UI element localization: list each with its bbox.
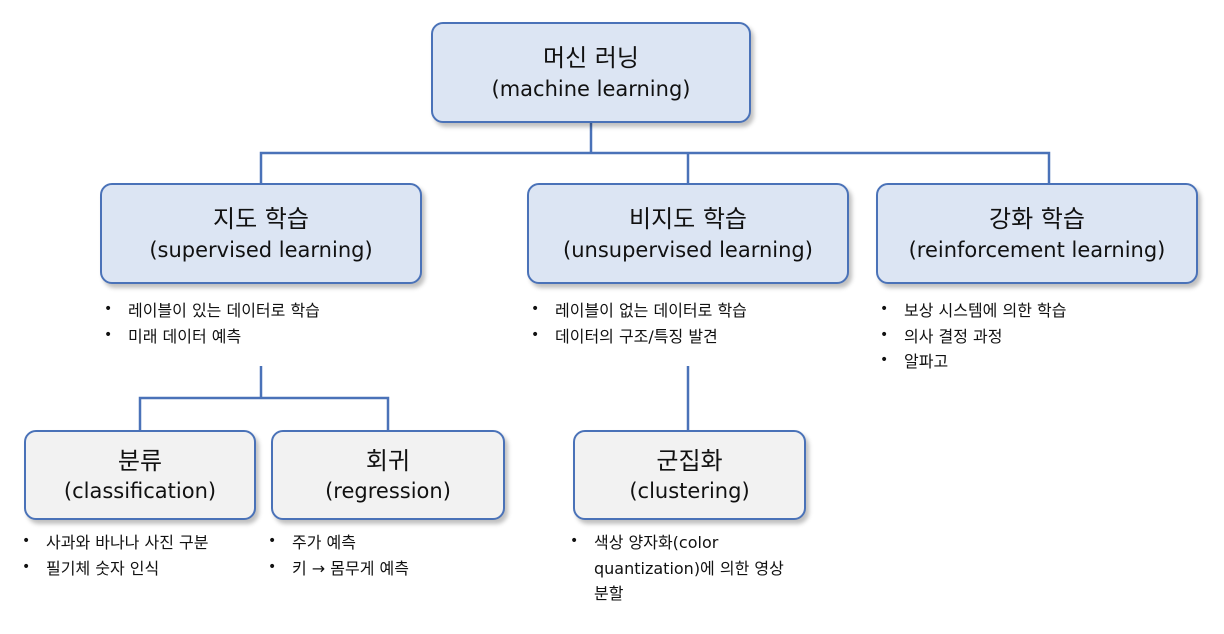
supervised-bullet-list: 레이블이 있는 데이터로 학습 미래 데이터 예측 — [100, 298, 430, 349]
bullet-item: 의사 결정 과정 — [876, 324, 1206, 350]
root-title-en: (machine learning) — [491, 76, 691, 101]
bullet-item: 필기체 숫자 인식 — [18, 556, 253, 582]
bullet-item: 데이터의 구조/특징 발견 — [527, 324, 857, 350]
node-title-ko: 강화 학습 — [989, 205, 1085, 234]
node-title-ko: 지도 학습 — [213, 205, 309, 234]
unsupervised-bullet-list: 레이블이 없는 데이터로 학습 데이터의 구조/특징 발견 — [527, 298, 857, 349]
node-title-ko: 비지도 학습 — [628, 205, 748, 234]
node-title-en: (clustering) — [629, 479, 750, 504]
connector-supervised-to-subs — [138, 396, 390, 430]
node-title-en: (regression) — [325, 479, 451, 504]
node-title-ko: 분류 — [117, 446, 163, 475]
regression-bullet-list: 주가 예측 키 → 몸무게 예측 — [264, 530, 504, 581]
node-clustering: 군집화 (clustering) — [573, 430, 806, 520]
node-supervised-learning: 지도 학습 (supervised learning) — [100, 183, 422, 284]
connector-root-to-categories — [259, 151, 1051, 183]
bullet-item: 키 → 몸무게 예측 — [264, 556, 504, 582]
node-title-en: (unsupervised learning) — [563, 237, 813, 262]
node-regression: 회귀 (regression) — [271, 430, 505, 520]
bullet-item: 색상 양자화(color quantization)에 의한 영상 분할 — [566, 530, 801, 607]
node-classification: 분류 (classification) — [24, 430, 256, 520]
bullet-item: 레이블이 없는 데이터로 학습 — [527, 298, 857, 324]
node-title-ko: 군집화 — [656, 446, 723, 475]
node-title-ko: 회귀 — [365, 446, 411, 475]
root-node-machine-learning: 머신 러닝 (machine learning) — [431, 22, 751, 123]
node-reinforcement-learning: 강화 학습 (reinforcement learning) — [876, 183, 1198, 284]
bullet-item: 주가 예측 — [264, 530, 504, 556]
clustering-bullet-list: 색상 양자화(color quantization)에 의한 영상 분할 — [566, 530, 801, 607]
node-title-en: (supervised learning) — [149, 237, 373, 262]
reinforcement-bullet-list: 보상 시스템에 의한 학습 의사 결정 과정 알파고 — [876, 298, 1206, 375]
bullet-item: 사과와 바나나 사진 구분 — [18, 530, 253, 556]
bullet-item: 미래 데이터 예측 — [100, 324, 430, 350]
bullet-item: 보상 시스템에 의한 학습 — [876, 298, 1206, 324]
bullet-item: 레이블이 있는 데이터로 학습 — [100, 298, 430, 324]
node-unsupervised-learning: 비지도 학습 (unsupervised learning) — [527, 183, 849, 284]
classification-bullet-list: 사과와 바나나 사진 구분 필기체 숫자 인식 — [18, 530, 253, 581]
node-title-en: (classification) — [63, 479, 217, 504]
root-title-ko: 머신 러닝 — [543, 44, 639, 73]
bullet-item: 알파고 — [876, 349, 1206, 375]
node-title-en: (reinforcement learning) — [908, 237, 1166, 262]
